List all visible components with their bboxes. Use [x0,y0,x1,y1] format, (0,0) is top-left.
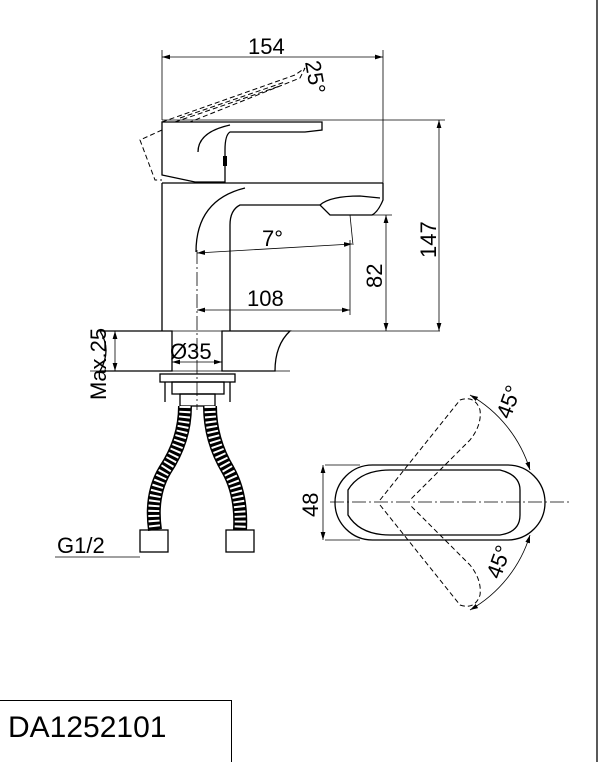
faucet-side-view [139,67,384,410]
dim-width: 154 [248,34,285,59]
dim-hole-diameter: Ø35 [170,339,212,364]
dim-thread: G1/2 [57,533,105,558]
dim-spout-height: 82 [362,264,387,288]
title-block: DA1252101 [0,700,232,762]
dim-spout-angle: 7° [262,226,283,251]
dim-lever-angle: 25° [300,59,330,96]
dim-rotation-top: 45° [491,382,526,422]
dim-max-thickness: Max.25 [86,328,111,400]
dim-height: 147 [416,221,441,258]
flexible-hoses [139,405,255,553]
dim-rotation-bottom: 45° [481,542,516,582]
dimension-lines [55,50,445,558]
model-number: DA1252101 [8,711,167,744]
countertop-section [90,330,440,407]
faucet-top-view [320,394,570,611]
dim-top-width: 48 [298,493,323,517]
dim-reach: 108 [247,286,284,311]
